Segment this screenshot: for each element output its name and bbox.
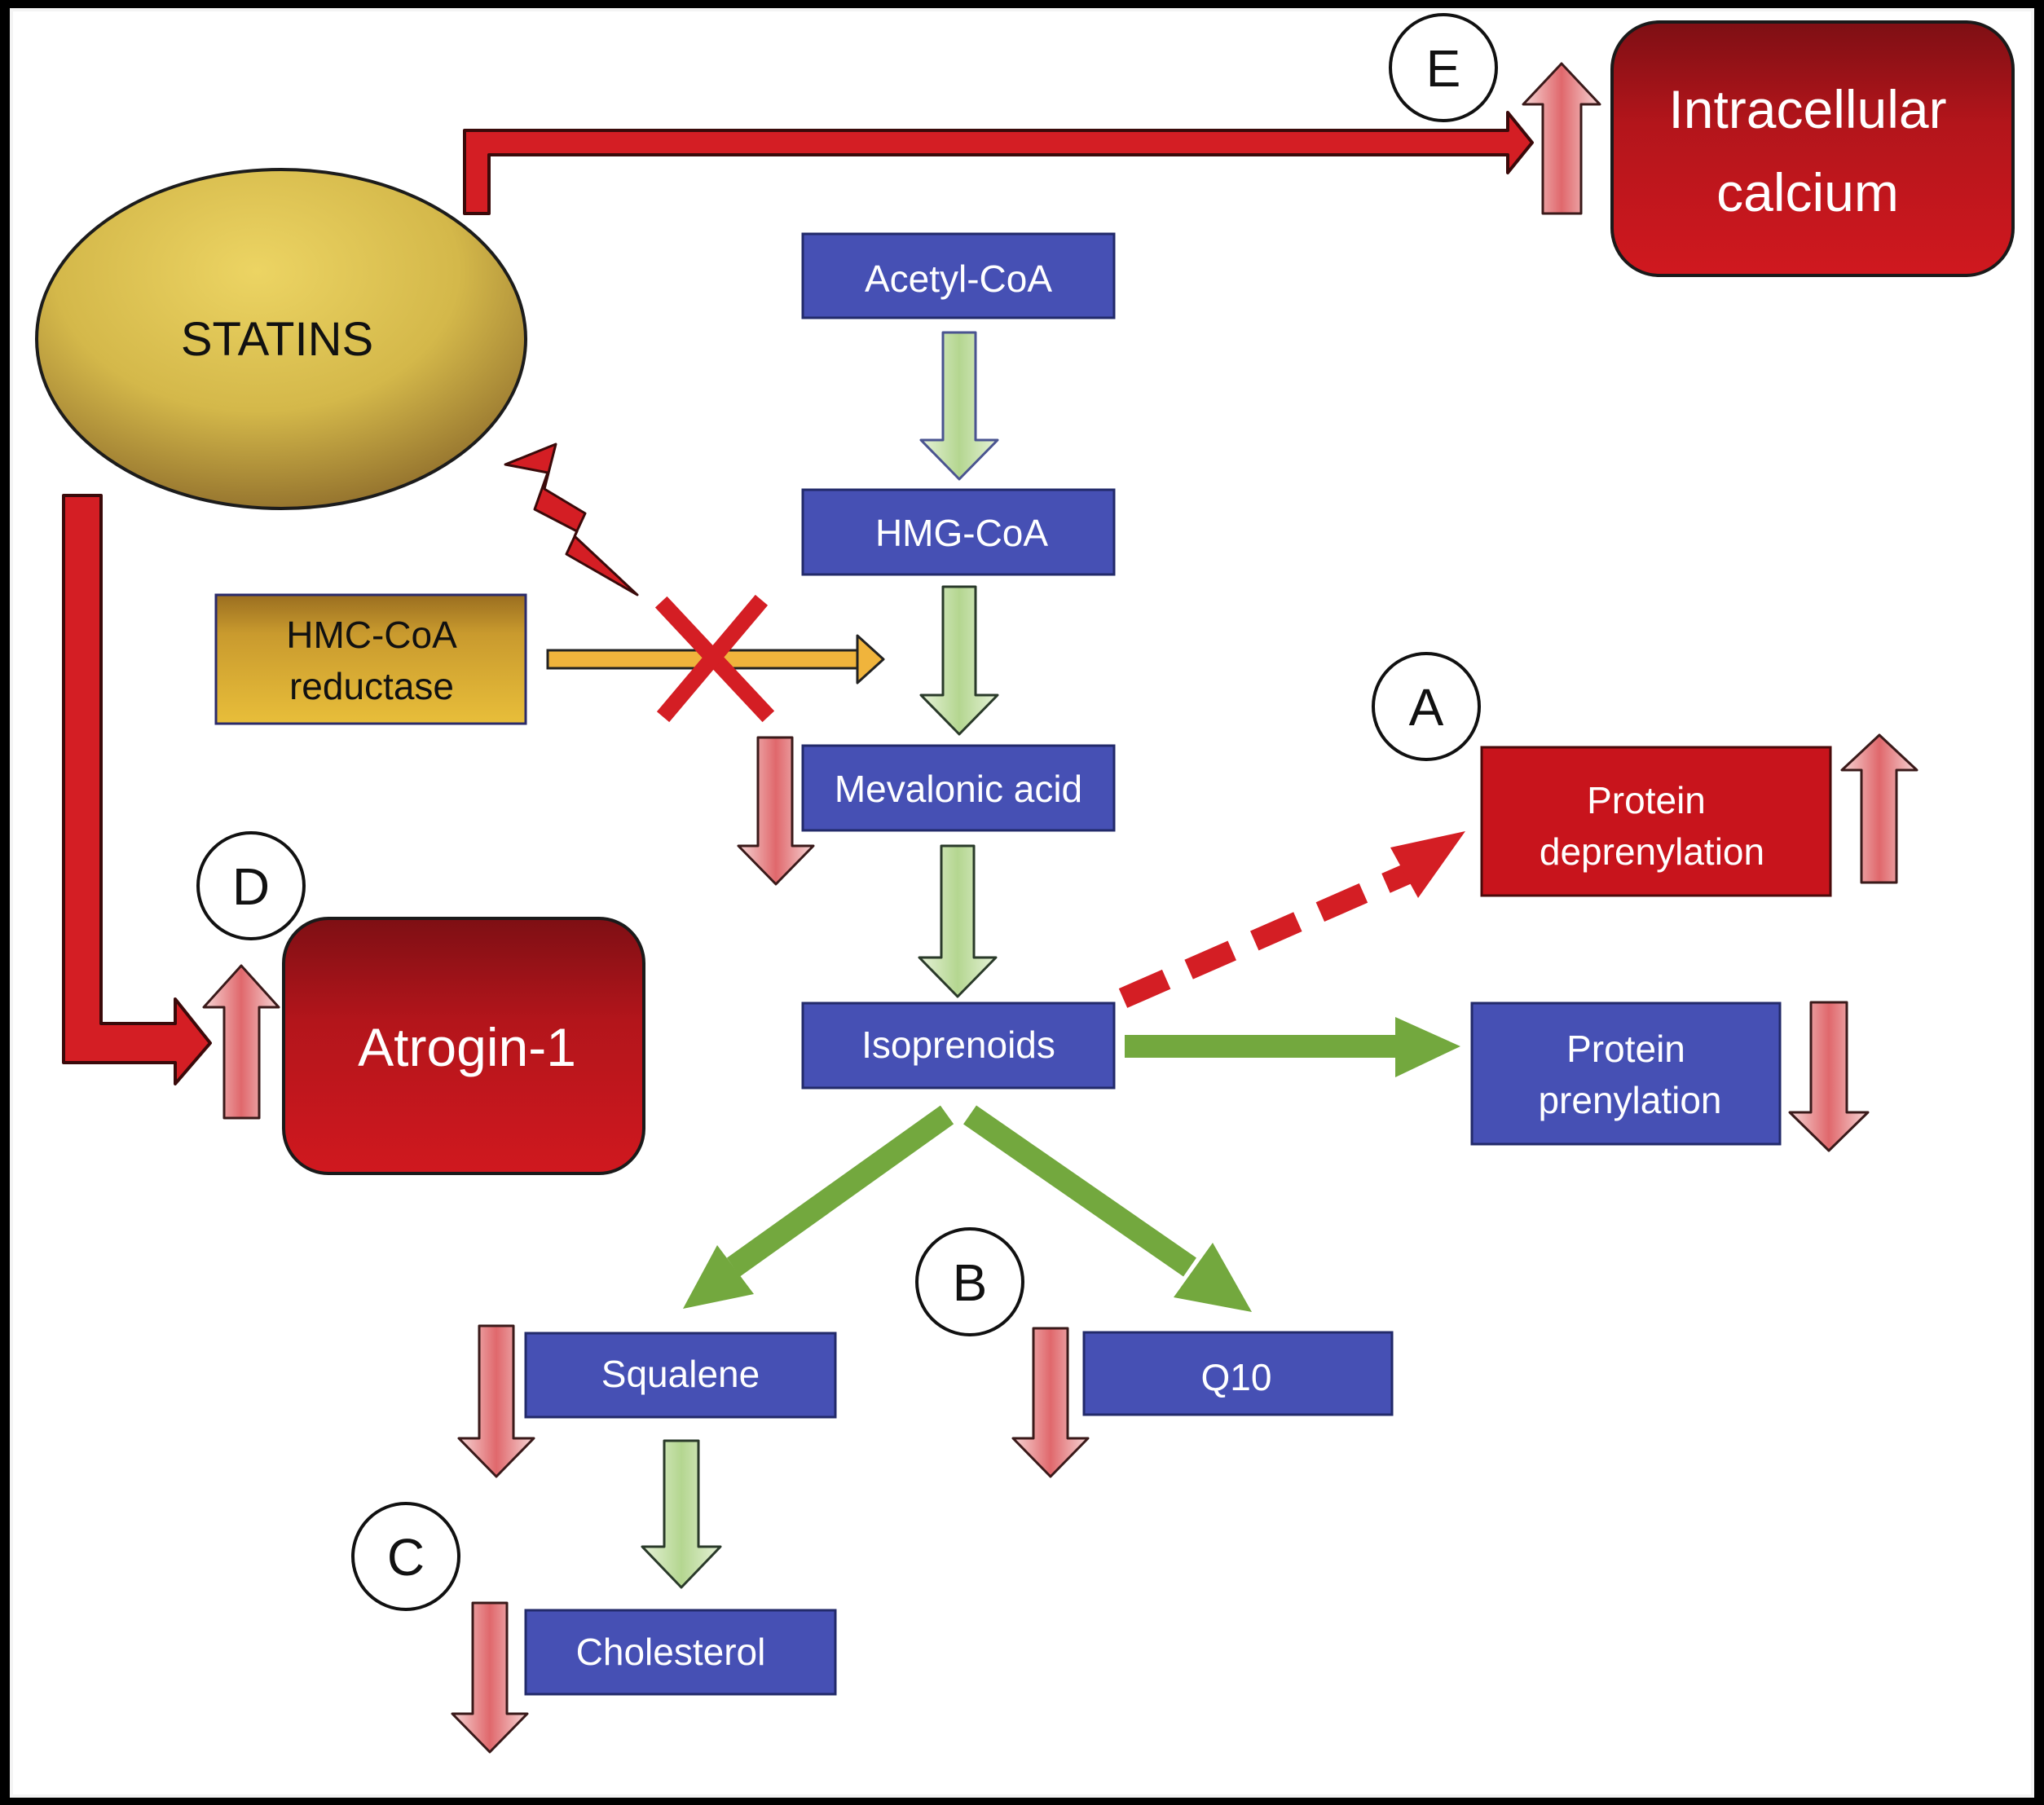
q10-label: Q10 — [1201, 1356, 1272, 1398]
marker-a-label: A — [1409, 678, 1444, 737]
protein-deprenylation-label-line2: deprenylation — [1540, 830, 1764, 873]
squalene-down-arrow — [457, 1324, 535, 1478]
reductase-inhibited-arrow-head — [856, 634, 885, 685]
cholesterol-label: Cholesterol — [576, 1631, 766, 1673]
isoprenoids-to-deprenylation-head — [1390, 831, 1465, 898]
isoprenoids-to-prenylation-arrow — [1125, 1017, 1460, 1077]
calcium-up-arrow — [1522, 62, 1601, 215]
marker-d: D — [196, 831, 306, 940]
protein-prenylation-label-line2: prenylation — [1538, 1079, 1721, 1121]
marker-e: E — [1389, 13, 1498, 122]
statins-ellipse — [35, 168, 527, 510]
isoprenoids-to-q10-head — [1174, 1243, 1252, 1312]
marker-b-label: B — [953, 1253, 988, 1312]
acetyl-to-hmg-arrow — [919, 331, 999, 481]
mevalonic-acid-box — [801, 744, 1116, 832]
atrogin-up-arrow — [202, 964, 280, 1120]
deprenylation-up-arrow — [1840, 733, 1918, 884]
cholesterol-down-arrow — [451, 1601, 529, 1754]
q10-box — [1082, 1331, 1394, 1416]
marker-c-label: C — [387, 1528, 425, 1587]
isoprenoids-to-q10-shaft — [963, 1105, 1196, 1277]
protein-prenylation-box — [1470, 1002, 1782, 1146]
protein-prenylation-label-line1: Protein — [1566, 1028, 1685, 1070]
prenylation-down-arrow — [1788, 1001, 1870, 1152]
isoprenoids-box — [801, 1002, 1116, 1090]
marker-e-label: E — [1426, 39, 1461, 98]
reductase-box — [214, 593, 527, 725]
marker-b: B — [915, 1227, 1024, 1336]
statins-label: STATINS — [181, 313, 373, 366]
acetyl-coa-box — [801, 232, 1116, 319]
hmg-to-mevalonic-arrow — [919, 585, 999, 736]
isoprenoids-to-deprenylation-dashed — [1118, 862, 1416, 1008]
mevalonic-to-isoprenoids-arrow — [918, 844, 998, 998]
cholesterol-box — [524, 1609, 837, 1696]
q10-down-arrow — [1011, 1327, 1090, 1478]
lightning-bolt-icon — [504, 442, 639, 597]
isoprenoids-to-squalene-head — [683, 1245, 754, 1309]
inhibition-x-icon — [654, 594, 775, 723]
isoprenoids-to-squalene-shaft — [726, 1105, 954, 1277]
hmg-coa-label: HMG-CoA — [875, 512, 1048, 554]
reductase-label-line2: reductase — [289, 665, 454, 707]
calcium-label-line2: calcium — [1716, 162, 1899, 222]
mevalonic-acid-label: Mevalonic acid — [835, 768, 1082, 810]
isoprenoids-label: Isoprenoids — [861, 1024, 1055, 1066]
squalene-box — [524, 1332, 837, 1419]
marker-a: A — [1372, 652, 1481, 761]
marker-c: C — [351, 1502, 460, 1611]
statins-to-calcium-arrow — [463, 111, 1534, 215]
intracellular-calcium-box — [1610, 20, 2015, 277]
protein-deprenylation-box — [1480, 746, 1832, 897]
calcium-label-line1: Intracellular — [1668, 79, 1946, 139]
squalene-to-cholesterol-arrow — [641, 1439, 722, 1589]
squalene-label: Squalene — [601, 1353, 760, 1395]
marker-d-label: D — [232, 857, 270, 916]
protein-deprenylation-label-line1: Protein — [1587, 779, 1706, 821]
reductase-label-line1: HMC-CoA — [286, 614, 457, 656]
hmg-coa-box — [801, 488, 1116, 576]
mevalonic-down-arrow — [737, 736, 815, 886]
acetyl-coa-label: Acetyl-CoA — [865, 258, 1052, 300]
statins-to-atrogin-arrow — [62, 494, 212, 1085]
atrogin-box — [282, 917, 645, 1175]
atrogin-label: Atrogin-1 — [358, 1017, 576, 1077]
